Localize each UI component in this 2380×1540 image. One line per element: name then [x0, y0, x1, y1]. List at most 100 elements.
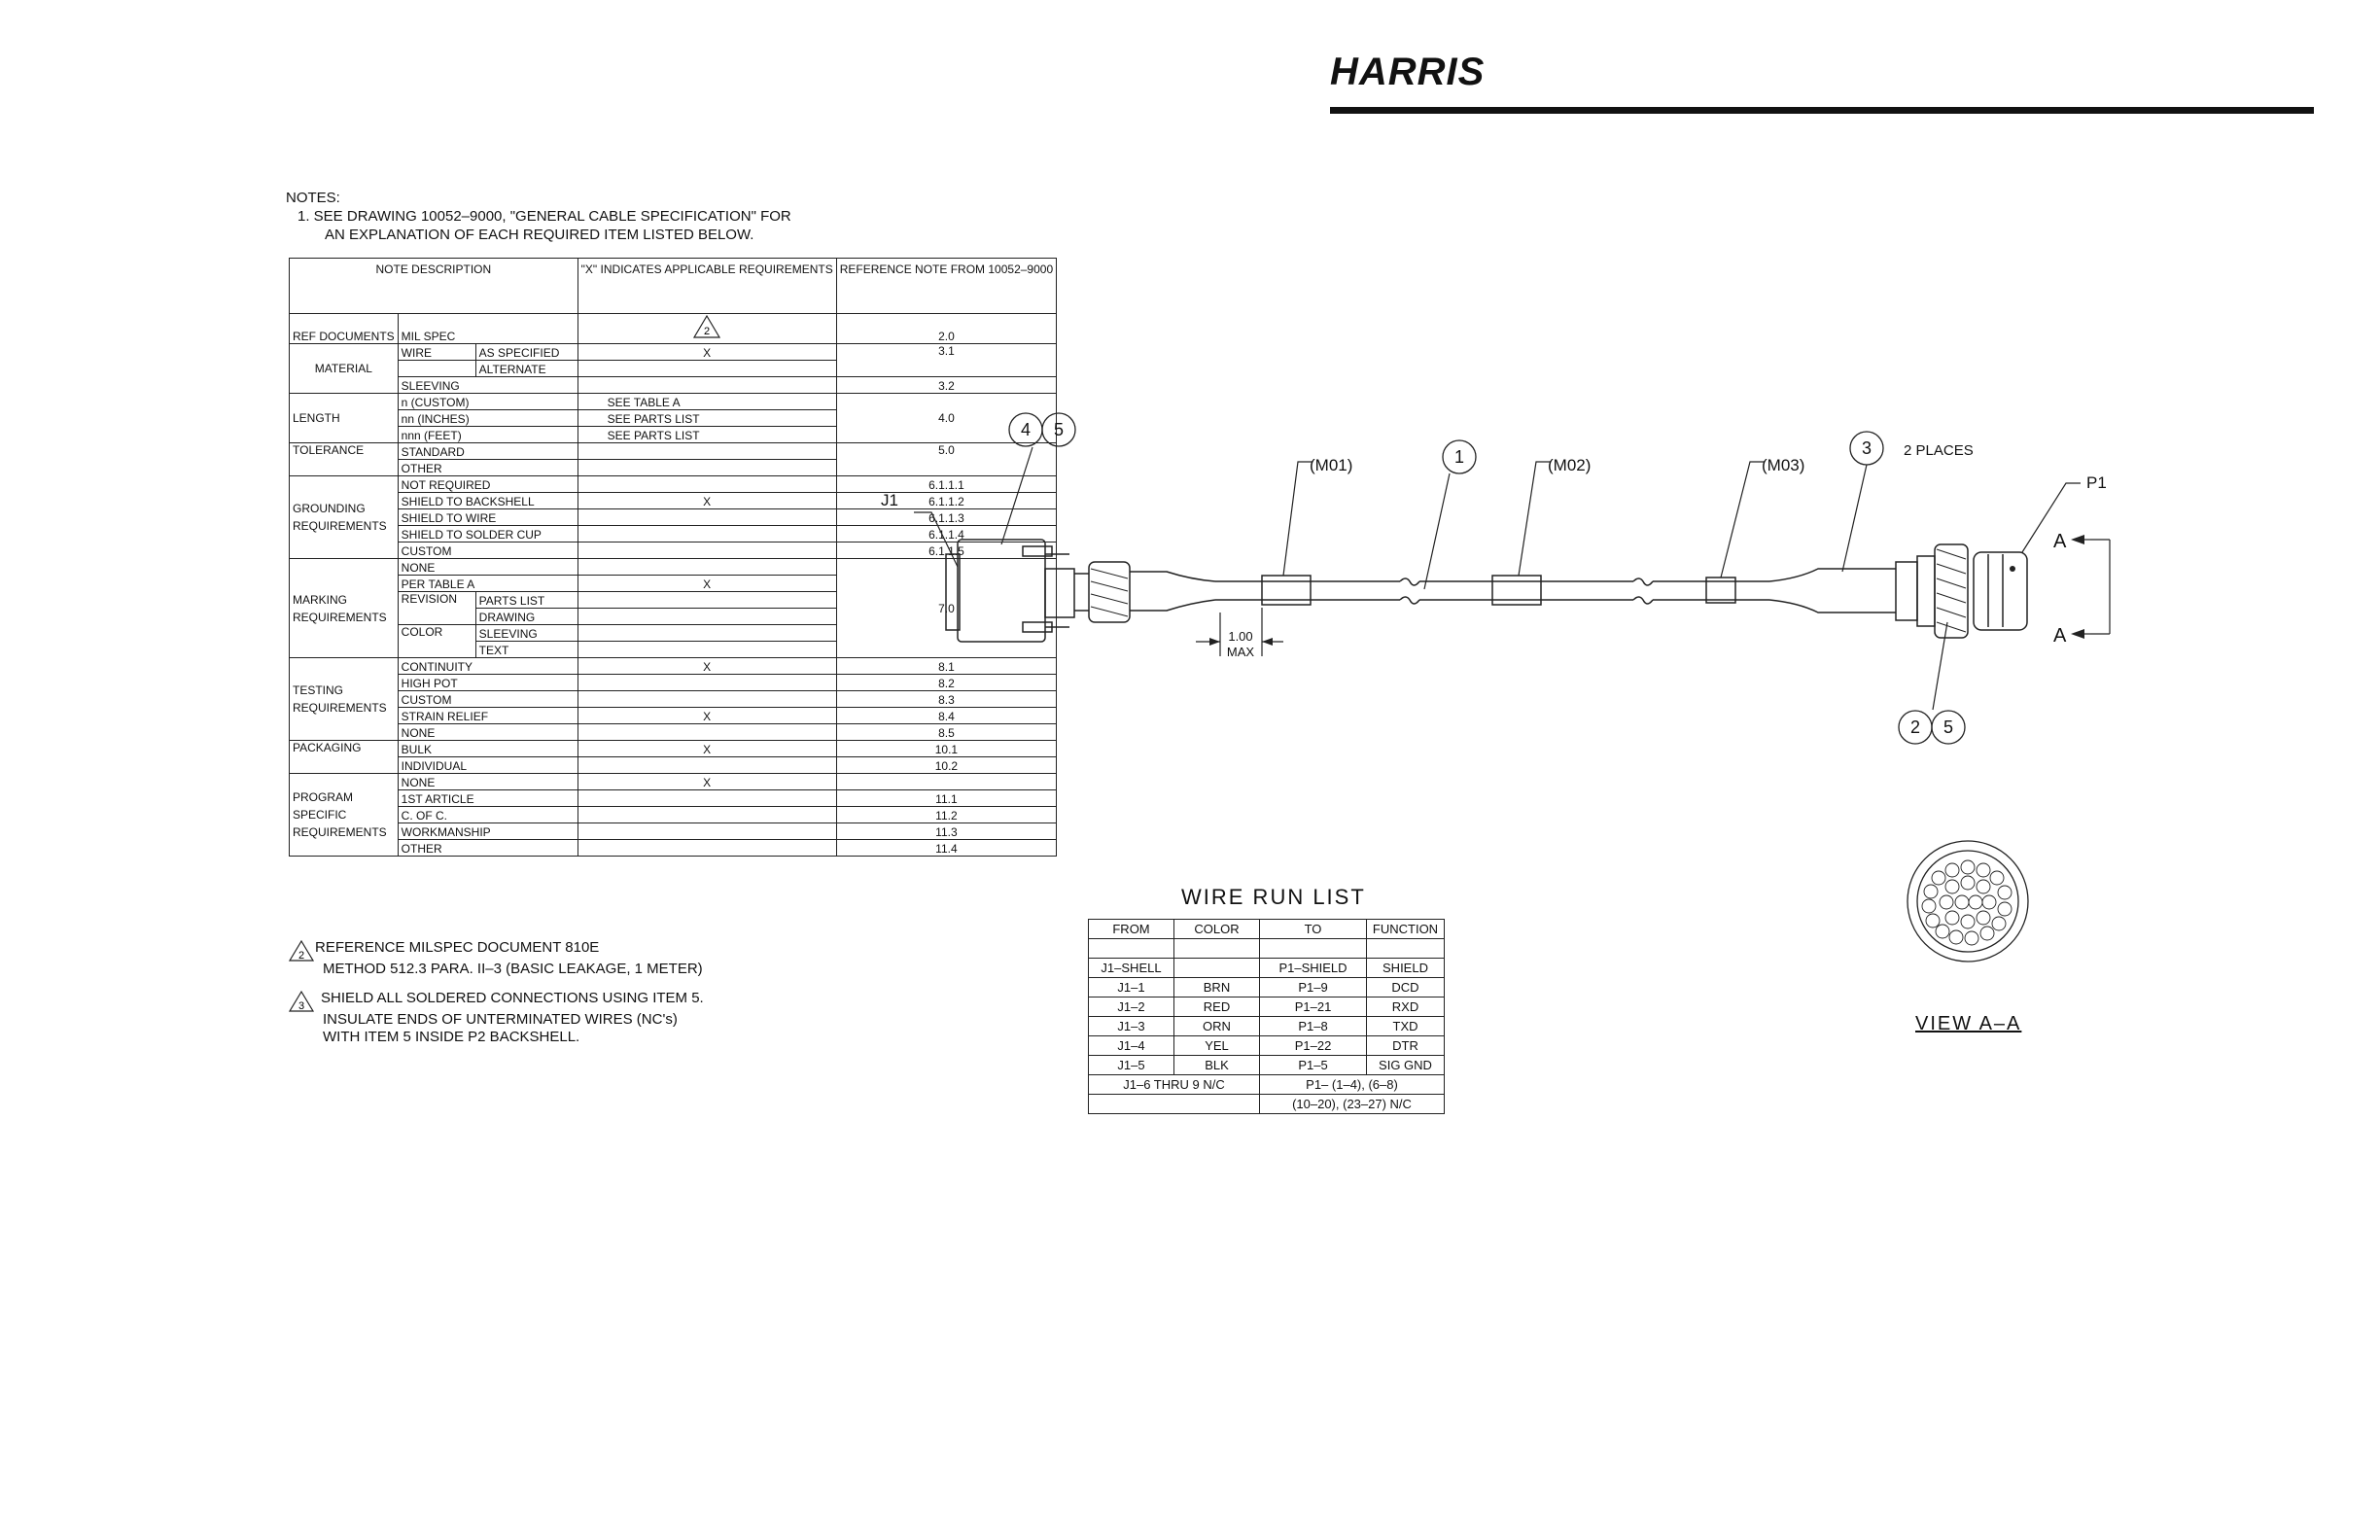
p1-connector-body	[1973, 551, 2028, 631]
wire-run-title: WIRE RUN LIST	[1181, 885, 1366, 909]
cell-sub: MIL SPEC	[397, 313, 578, 344]
cell-sub2: DRAWING	[474, 608, 578, 625]
requirements-table: NOTE DESCRIPTION "X" INDICATES APPLICABL…	[289, 258, 1058, 857]
balloon-item-4-number: 4	[1021, 420, 1031, 439]
dim-value: 1.00	[1228, 629, 1252, 644]
j1-connector-face	[945, 553, 961, 631]
label-m03: (M03)	[1762, 456, 1804, 474]
harris-logo: HARRIS	[1330, 51, 1485, 94]
triangle-note-icon: 2	[288, 939, 315, 962]
p1-knurled-nut	[1934, 543, 1969, 639]
balloon-item-5b	[1931, 710, 1966, 745]
j1-jackscrew-bottom	[1022, 621, 1053, 633]
footnote-3-line-2: INSULATE ENDS OF UNTERMINATED WIRES (NC'…	[323, 1011, 678, 1028]
cell-sub: OTHER	[397, 839, 578, 857]
wire-run-header: FROM COLOR TO FUNCTION	[1088, 919, 1445, 939]
balloon-item-1-number: 1	[1454, 447, 1464, 467]
cell-ref: 11.1	[835, 789, 1058, 807]
footnote-3-number: 3	[298, 1000, 304, 1012]
cell-sub: CONTINUITY	[397, 657, 578, 675]
marker-sleeve-m02	[1491, 575, 1542, 606]
p1-backshell	[1895, 561, 1918, 621]
section-marker-bottom: A	[2053, 625, 2067, 647]
notes-line-1: 1. SEE DRAWING 10052–9000, "GENERAL CABL…	[298, 208, 791, 225]
header-function: FUNCTION	[1366, 919, 1445, 939]
header-reference-note: REFERENCE NOTE FROM 10052–9000	[835, 258, 1058, 314]
cell-sub: STANDARD	[397, 442, 578, 460]
cell-ref: 11.4	[835, 839, 1058, 857]
header-x-text: "X" INDICATES APPLICABLE REQUIREMENTS	[580, 262, 833, 276]
header-note-description: NOTE DESCRIPTION	[289, 258, 578, 314]
view-aa-label: VIEW A–A	[1915, 1013, 2022, 1034]
label-m01: (M01)	[1310, 456, 1352, 474]
notes-line-2: AN EXPLANATION OF EACH REQUIRED ITEM LIS…	[325, 227, 754, 243]
footnote-2-marker: 2	[288, 939, 315, 962]
cell-sub2: AS SPECIFIED	[474, 343, 578, 361]
marker-sleeve-m01	[1261, 575, 1312, 606]
nc-row-1-to: P1– (1–4), (6–8)	[1259, 1074, 1445, 1095]
j1-jackscrew-top	[1022, 545, 1053, 557]
footnote-3-marker: 3	[288, 990, 315, 1012]
header-color: COLOR	[1173, 919, 1260, 939]
cell-cat: REF DOCUMENTS	[289, 313, 399, 344]
cell-x: SEE TABLE A	[577, 393, 837, 410]
logo-text: HARRIS	[1330, 51, 1486, 93]
cell-cat-marking: MARKING REQUIREMENTS	[289, 558, 399, 658]
dim-note: MAX	[1227, 645, 1255, 659]
cell-sub: HIGH POT	[397, 674, 578, 691]
cell-cat-testing: TESTING REQUIREMENTS	[289, 657, 399, 741]
cell-sub2: ALTERNATE	[474, 360, 578, 377]
table-header-row: NOTE DESCRIPTION "X" INDICATES APPLICABL…	[289, 258, 1058, 314]
cell-ref: 11.2	[835, 806, 1058, 823]
header-rule	[1330, 107, 2314, 114]
balloon-item-2-number: 2	[1910, 718, 1920, 737]
balloon-item-5a	[1041, 412, 1076, 447]
nc-row-1-from: J1–6 THRU 9 N/C	[1088, 1074, 1260, 1095]
balloon-item-3-number: 3	[1862, 438, 1872, 458]
cell-ref: 3.1	[835, 343, 1058, 377]
cell-sub: REVISION	[397, 591, 476, 625]
triangle-note-icon: 3	[288, 990, 315, 1012]
section-marker-top: A	[2053, 531, 2067, 552]
footnote-2-line-2: METHOD 512.3 PARA. II–3 (BASIC LEAKAGE, …	[323, 961, 703, 977]
footnote-2-line-1: REFERENCE MILSPEC DOCUMENT 810E	[315, 939, 600, 956]
cell-cat-grounding: GROUNDING REQUIREMENTS	[289, 475, 399, 559]
cell-sub: WIRE	[397, 343, 476, 361]
balloon-item-5a-number: 5	[1054, 420, 1064, 439]
header-to: TO	[1259, 919, 1367, 939]
notes-heading: NOTES:	[286, 190, 340, 206]
footnote-3-line-3: WITH ITEM 5 INSIDE P2 BACKSHELL.	[323, 1029, 580, 1045]
view-aa-outer	[1907, 840, 2029, 962]
label-m02: (M02)	[1548, 456, 1591, 474]
footnote-2: 2 REFERENCE MILSPEC DOCUMENT 810E METHOD…	[288, 939, 703, 978]
balloon-item-1	[1442, 439, 1477, 474]
cell-ref: 6.1.1.2	[835, 492, 1058, 509]
j1-connector-shell	[957, 539, 1046, 643]
table-row: J1–6 THRU 9 N/C P1– (1–4), (6–8)	[1088, 1074, 1445, 1095]
header-mark-cell: 2	[577, 313, 837, 344]
label-2-places: 2 PLACES	[1904, 442, 1974, 459]
triangle-note-icon: 2	[693, 314, 721, 338]
cell-ref: 6.1.1.1	[835, 475, 1058, 493]
footnote-3-line-1: SHIELD ALL SOLDERED CONNECTIONS USING IT…	[321, 990, 704, 1006]
p1-collar	[1916, 555, 1936, 627]
p1-keying-dot	[2010, 566, 2015, 572]
cell-sub: SHIELD TO SOLDER CUP	[397, 525, 578, 542]
cell-cat-program: PROGRAM SPECIFIC REQUIREMENTS	[289, 773, 399, 857]
nc-row-2-to: (10–20), (23–27) N/C	[1259, 1094, 1445, 1114]
cell-cat-packaging: PACKAGING	[289, 740, 399, 774]
j1-backshell	[1044, 568, 1075, 618]
balloon-item-3	[1849, 431, 1884, 466]
cell-sub: CUSTOM	[397, 690, 578, 708]
header-x-indicates: "X" INDICATES APPLICABLE REQUIREMENTS	[577, 258, 837, 314]
label-p1: P1	[2086, 473, 2107, 492]
cell-cat-length: LENGTH	[289, 393, 399, 443]
label-j1: J1	[881, 491, 898, 509]
